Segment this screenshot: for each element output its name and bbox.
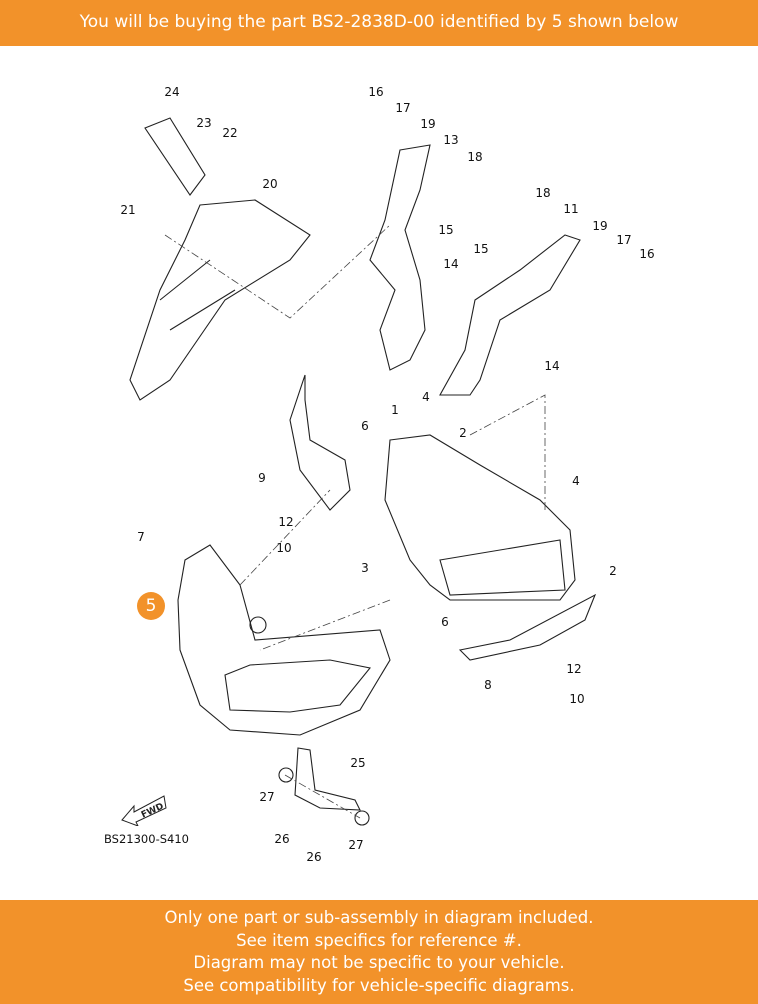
- trim-part-9: [289, 374, 351, 511]
- part-info-banner: You will be buying the part BS2-2838D-00…: [0, 0, 758, 46]
- callout-ref: 20: [262, 177, 278, 191]
- collar-part-27: [278, 767, 294, 783]
- callout-ref: 2: [609, 564, 617, 578]
- callout-ref: 15: [473, 242, 489, 256]
- callout-ref: 13: [443, 133, 459, 147]
- callout-ref: 10: [569, 692, 585, 706]
- leader-lines: [164, 224, 546, 819]
- collar-part-27: [354, 810, 370, 826]
- callout-ref: 15: [438, 223, 454, 237]
- callout-ref: 18: [467, 150, 483, 164]
- callout-ref: 17: [395, 101, 411, 115]
- front-cowl-part-5: [177, 544, 391, 736]
- disclaimer-line: See item specifics for reference #.: [236, 930, 522, 950]
- callout-ref: 22: [222, 126, 238, 140]
- callout-ref: 4: [572, 474, 580, 488]
- callout-ref: 9: [258, 471, 266, 485]
- callout-ref: 14: [544, 359, 560, 373]
- callout-ref: 10: [276, 541, 292, 555]
- headlight-unit-part: [384, 434, 576, 601]
- disclaimer-line: Diagram may not be specific to your vehi…: [193, 953, 565, 972]
- callout-ref: 23: [196, 116, 212, 130]
- callout-ref: 19: [420, 117, 436, 131]
- diagram-code: BS21300-S410: [104, 832, 189, 846]
- callout-ref: 14: [443, 257, 459, 271]
- highlighted-part-badge: 5: [137, 592, 165, 620]
- callout-ref: 3: [361, 561, 369, 575]
- callout-ref: 25: [350, 756, 366, 770]
- callout-ref: 11: [563, 202, 579, 216]
- callout-ref: 8: [484, 678, 492, 692]
- callout-ref: 21: [120, 203, 136, 217]
- part-info-text: You will be buying the part BS2-2838D-00…: [79, 12, 679, 32]
- callout-ref: 24: [164, 85, 180, 99]
- callout-ref: 6: [361, 419, 369, 433]
- fwd-arrow-icon: FWD: [121, 795, 167, 826]
- parts-exploded-diagram: [129, 117, 597, 826]
- callout-ref: 1: [391, 403, 399, 417]
- callout-ref: 2: [459, 426, 467, 440]
- callout-ref: 27: [259, 790, 275, 804]
- fwd-label: FWD: [140, 802, 166, 821]
- side-cover-part: [129, 117, 311, 401]
- callout-ref: 12: [566, 662, 582, 676]
- callout-ref: 6: [441, 615, 449, 629]
- callout-ref: 16: [639, 247, 655, 261]
- callout-ref: 16: [368, 85, 384, 99]
- trim-part-8: [458, 593, 597, 661]
- bracket-part-25: [294, 747, 361, 811]
- callout-ref: 27: [348, 838, 364, 852]
- callout-ref: 4: [422, 390, 430, 404]
- bracket-parts: [369, 144, 581, 396]
- callout-ref: 26: [274, 832, 290, 846]
- callout-ref: 12: [278, 515, 294, 529]
- disclaimer-line: See compatibility for vehicle-specific d…: [183, 975, 575, 995]
- callout-ref: 19: [592, 219, 608, 233]
- disclaimer-line: Only one part or sub-assembly in diagram…: [164, 908, 594, 927]
- callout-ref: 26: [306, 850, 322, 864]
- callout-ref: 7: [137, 530, 145, 544]
- disclaimer-banner: Only one part or sub-assembly in diagram…: [0, 900, 758, 1004]
- callout-ref: 18: [535, 186, 551, 200]
- callout-ref: 17: [616, 233, 632, 247]
